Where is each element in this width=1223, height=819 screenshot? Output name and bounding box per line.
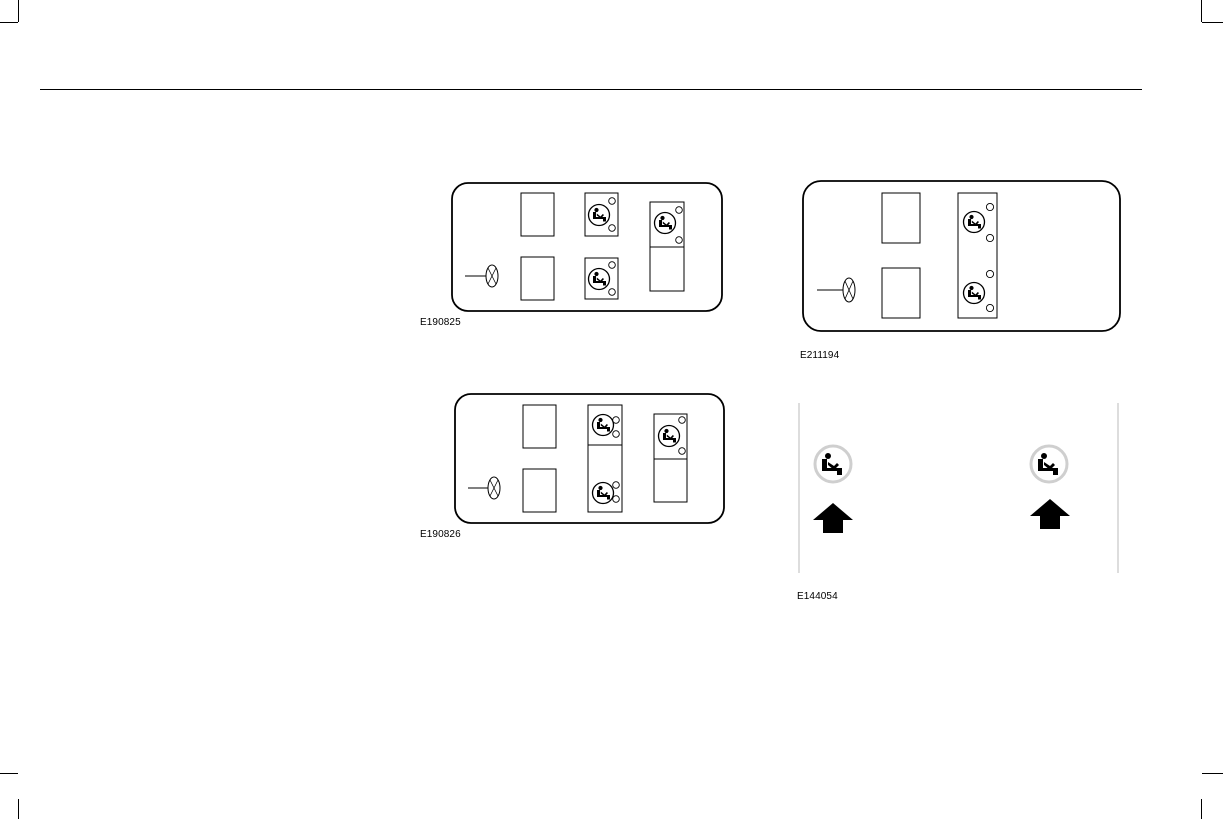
figure-code: E211194 (800, 350, 839, 361)
crop-mark (0, 773, 18, 774)
header-rule (40, 89, 1142, 90)
anchor-symbol-panel (795, 403, 1125, 575)
crop-mark (1201, 0, 1202, 22)
crop-mark (1202, 22, 1223, 23)
child-seat-anchor-icon (1031, 446, 1067, 482)
crop-mark (1202, 773, 1223, 774)
isofix-diagram-icon (420, 390, 730, 530)
figure-code: E144054 (797, 591, 838, 602)
figure-e190826: E190826 (420, 390, 730, 540)
figure-code: E190826 (420, 529, 461, 540)
figure-e144054: E144054 (795, 403, 1125, 608)
crop-mark (18, 0, 19, 22)
crop-mark (18, 799, 19, 819)
figure-e211194: E211194 (798, 176, 1128, 371)
isofix-diagram-icon (798, 176, 1128, 336)
up-arrow-icon (1030, 499, 1070, 529)
crop-mark (1201, 799, 1202, 819)
figure-e190825: E190825 (420, 178, 730, 328)
crop-mark (0, 22, 18, 23)
figure-code: E190825 (420, 317, 461, 328)
up-arrow-icon (813, 503, 853, 533)
child-seat-anchor-icon (815, 446, 851, 482)
isofix-diagram-icon (420, 178, 730, 318)
